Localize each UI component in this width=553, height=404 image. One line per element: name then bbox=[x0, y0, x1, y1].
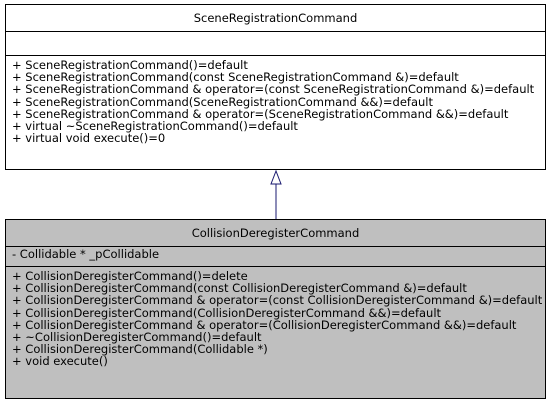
derived-class-attributes: - Collidable * _pCollidable bbox=[6, 247, 545, 267]
inheritance-arrowhead bbox=[270, 169, 282, 185]
derived-operation: + CollisionDeregisterCommand(CollisionDe… bbox=[12, 305, 442, 320]
base-operation: + SceneRegistrationCommand(const SceneRe… bbox=[12, 70, 459, 85]
base-class-operations: + SceneRegistrationCommand()=default + S… bbox=[6, 56, 545, 146]
derived-class-operations: + CollisionDeregisterCommand()=delete + … bbox=[6, 267, 545, 368]
derived-operation: + CollisionDeregisterCommand(const Colli… bbox=[12, 281, 467, 296]
base-class-attributes bbox=[6, 32, 545, 56]
base-class-box[interactable]: SceneRegistrationCommand + SceneRegistra… bbox=[5, 4, 546, 170]
derived-operation: + CollisionDeregisterCommand & operator=… bbox=[12, 317, 517, 332]
derived-operation: + CollisionDeregisterCommand()=delete bbox=[12, 269, 248, 283]
base-operation: + virtual void execute()=0 bbox=[12, 131, 166, 146]
derived-operation: + CollisionDeregisterCommand(Collidable … bbox=[12, 342, 268, 357]
derived-class-name: CollisionDeregisterCommand bbox=[6, 220, 545, 247]
derived-attribute: - Collidable * _pCollidable bbox=[12, 247, 160, 261]
base-operation: + SceneRegistrationCommand & operator=(S… bbox=[12, 106, 509, 121]
base-operation: + virtual ~SceneRegistrationCommand()=de… bbox=[12, 119, 298, 134]
base-operation: + SceneRegistrationCommand()=default bbox=[12, 58, 248, 72]
derived-class-box[interactable]: CollisionDeregisterCommand - Collidable … bbox=[5, 219, 546, 399]
derived-operation: + CollisionDeregisterCommand & operator=… bbox=[12, 293, 543, 308]
derived-operation: + void execute() bbox=[12, 354, 108, 369]
base-operation: + SceneRegistrationCommand & operator=(c… bbox=[12, 82, 535, 97]
derived-operation: + ~CollisionDeregisterCommand()=default bbox=[12, 330, 262, 345]
base-class-name: SceneRegistrationCommand bbox=[6, 5, 545, 32]
base-operation: + SceneRegistrationCommand(SceneRegistra… bbox=[12, 94, 433, 109]
